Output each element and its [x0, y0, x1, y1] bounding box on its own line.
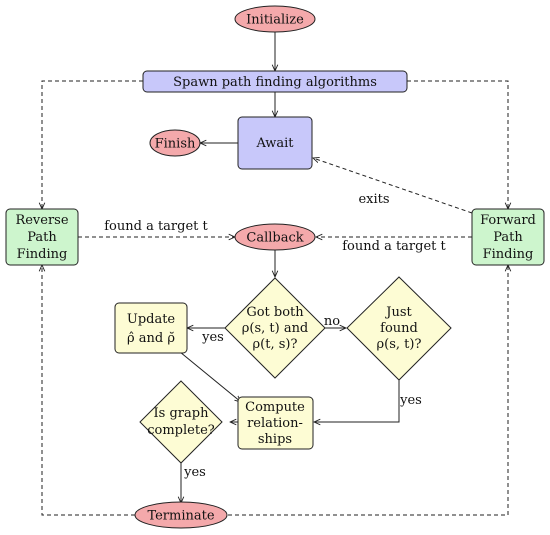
node-spawn: Spawn path finding algorithms	[142, 70, 408, 93]
reverse-label-1: Reverse	[15, 213, 68, 228]
callback-label: Callback	[246, 231, 303, 246]
gotboth-label-2: ρ(s, t) and	[242, 321, 309, 336]
edge-label-yes-update: yes	[201, 330, 224, 345]
edge-label-exits: exits	[358, 192, 389, 207]
initialize-label: Initialize	[246, 13, 304, 28]
compute-label-2: relation-	[247, 416, 303, 431]
node-update: Update ρ̂ and ρ̆	[114, 302, 188, 354]
node-reverse-path-finding: Reverse Path Finding	[5, 208, 79, 266]
update-label-1: Update	[127, 312, 176, 327]
update-label-2: ρ̂ and ρ̆	[127, 331, 175, 346]
edge-update-compute	[179, 351, 241, 402]
compute-label-3: ships	[258, 432, 292, 447]
edge-label-yes-terminate: yes	[183, 465, 206, 480]
forward-label-3: Finding	[483, 247, 534, 262]
edge-terminate-reverse	[42, 265, 135, 516]
node-just-found: Just found ρ(s, t)?	[346, 276, 452, 381]
isgraph-label-2: complete?	[147, 423, 215, 438]
justfound-label-2: found	[380, 321, 418, 336]
gotboth-label-1: Got both	[246, 305, 304, 320]
edge-label-found-right: found a target t	[342, 239, 446, 254]
isgraph-label-1: Is graph	[154, 406, 210, 421]
node-await: Await	[237, 116, 313, 170]
edge-justfound-compute	[314, 380, 400, 422]
finish-label: Finish	[155, 137, 196, 152]
edge-label-yes-compute: yes	[399, 393, 422, 408]
edge-spawn-reverse	[42, 80, 143, 209]
node-got-both: Got both ρ(s, t) and ρ(t, s)?	[224, 277, 326, 379]
edge-forward-await	[313, 158, 473, 214]
edge-spawn-forward	[407, 80, 508, 209]
node-callback: Callback	[234, 223, 316, 251]
reverse-label-2: Path	[27, 230, 57, 245]
forward-label-2: Path	[493, 230, 523, 245]
compute-label-1: Compute	[245, 400, 305, 415]
justfound-label-1: Just	[384, 305, 412, 320]
await-label: Await	[255, 136, 294, 151]
edge-label-found-left: found a target t	[104, 219, 208, 234]
node-is-graph-complete: Is graph complete?	[139, 380, 223, 464]
edge-terminate-forward	[228, 265, 508, 516]
node-finish: Finish	[149, 129, 201, 157]
node-initialize: Initialize	[234, 5, 316, 33]
node-forward-path-finding: Forward Path Finding	[471, 208, 545, 266]
forward-label-1: Forward	[480, 213, 536, 228]
gotboth-label-3: ρ(t, s)?	[253, 337, 298, 352]
node-compute-relationships: Compute relation- ships	[237, 396, 314, 450]
edge-label-no: no	[324, 314, 340, 329]
justfound-label-3: ρ(s, t)?	[377, 337, 422, 352]
node-terminate: Terminate	[134, 501, 228, 529]
reverse-label-3: Finding	[17, 247, 68, 262]
spawn-label: Spawn path finding algorithms	[173, 75, 377, 90]
terminate-label: Terminate	[147, 509, 214, 524]
